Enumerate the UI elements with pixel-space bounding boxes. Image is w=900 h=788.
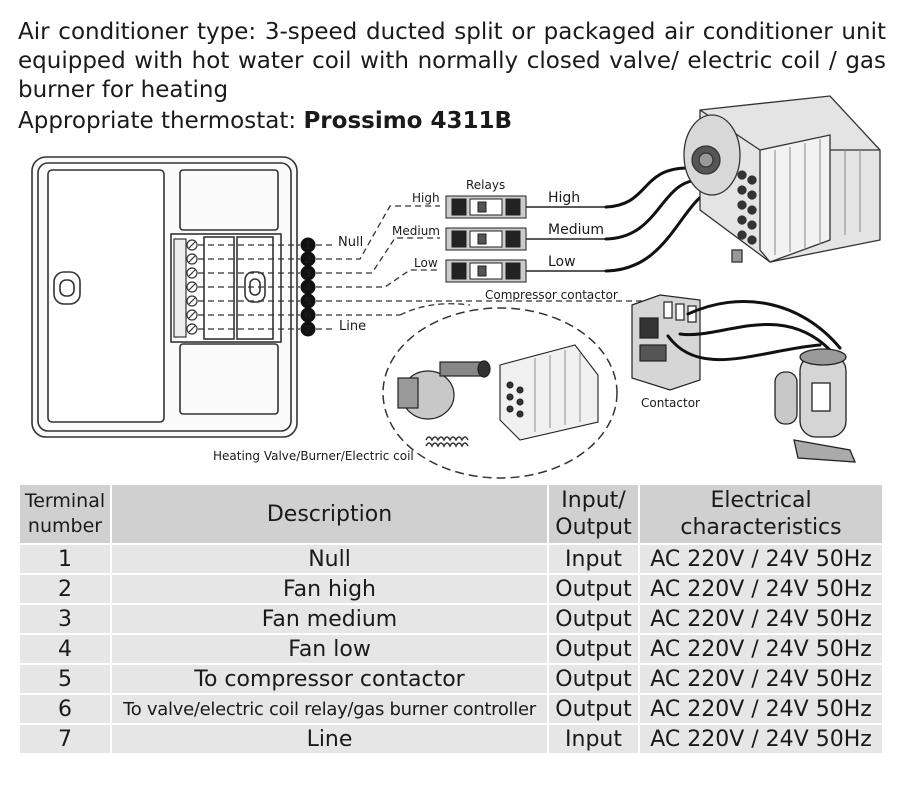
cell-electrical: AC 220V / 24V 50Hz [640, 635, 882, 663]
terminal-marker-3: 3 [304, 267, 312, 280]
cell-electrical: AC 220V / 24V 50Hz [640, 695, 882, 723]
relay-in-low-label: Low [414, 256, 438, 270]
table-row: 6 To valve/electric coil relay/gas burne… [20, 695, 882, 723]
cell-terminal: 2 [20, 575, 110, 603]
table-row: 7 Line Input AC 220V / 24V 50Hz [20, 725, 882, 753]
heating-group-outline [382, 307, 618, 479]
header-io: Input/ Output [549, 485, 638, 543]
heating-label: Heating Valve/Burner/Electric coil [213, 449, 414, 463]
cell-electrical: AC 220V / 24V 50Hz [640, 665, 882, 693]
relay-high [445, 195, 527, 219]
cell-description: Fan medium [112, 605, 547, 633]
cell-io: Output [549, 695, 638, 723]
thermostat-label: Appropriate thermostat: [18, 108, 304, 134]
cell-description: To compressor contactor [112, 665, 547, 693]
cell-io: Input [549, 725, 638, 753]
electric-coil-illustration [425, 436, 469, 448]
relay-low [445, 259, 527, 283]
control-wires [316, 205, 648, 330]
contactor-label: Contactor [641, 396, 700, 410]
terminal-marker-1: 1 [304, 239, 312, 252]
cell-io: Output [549, 605, 638, 633]
intro-text: Air conditioner type: 3-speed ducted spl… [18, 19, 886, 103]
thermostat-model: Prossimo 4311B [303, 108, 513, 134]
table-row: 2 Fan high Output AC 220V / 24V 50Hz [20, 575, 882, 603]
relays-label: Relays [466, 178, 505, 192]
compressor-illustration [774, 348, 857, 463]
air-handler-illustration [683, 95, 881, 263]
compressor-contactor-label: Compressor contactor [485, 288, 618, 302]
table-row: 5 To compressor contactor Output AC 220V… [20, 665, 882, 693]
header-terminal: Terminal number [20, 485, 110, 543]
burner-illustration [397, 360, 491, 420]
table-header-row: Terminal number Description Input/ Outpu… [20, 485, 882, 543]
terminal-table: Terminal number Description Input/ Outpu… [18, 483, 884, 755]
header-electrical: Electrical characteristics [640, 485, 882, 543]
relay-in-medium-label: Medium [392, 224, 440, 238]
header-description: Description [112, 485, 547, 543]
terminal-marker-5: 5 [304, 295, 312, 308]
cell-terminal: 3 [20, 605, 110, 633]
thermostat-line: Appropriate thermostat: Prossimo 4311B [18, 107, 512, 136]
cell-io: Output [549, 665, 638, 693]
cell-description: To valve/electric coil relay/gas burner … [112, 695, 547, 723]
compressor-wires [666, 299, 842, 362]
cell-io: Output [549, 635, 638, 663]
cell-io: Input [549, 545, 638, 573]
table-row: 1 Null Input AC 220V / 24V 50Hz [20, 545, 882, 573]
cell-terminal: 7 [20, 725, 110, 753]
table-row: 3 Fan medium Output AC 220V / 24V 50Hz [20, 605, 882, 633]
cell-electrical: AC 220V / 24V 50Hz [640, 545, 882, 573]
cell-terminal: 6 [20, 695, 110, 723]
cell-electrical: AC 220V / 24V 50Hz [640, 725, 882, 753]
cell-io: Output [549, 575, 638, 603]
wiring-diagram: 1 2 3 4 5 6 7 Null Line Relays High Medi… [31, 95, 881, 479]
terminal-marker-4: 4 [304, 281, 312, 294]
terminal-marker-7: 7 [304, 323, 312, 336]
terminal-wires [198, 244, 300, 330]
cell-electrical: AC 220V / 24V 50Hz [640, 575, 882, 603]
thermostat-illustration [31, 156, 298, 438]
table-row: 4 Fan low Output AC 220V / 24V 50Hz [20, 635, 882, 663]
terminal-marker-2: 2 [304, 253, 312, 266]
relay-out-high-label: High [548, 190, 580, 206]
cell-description: Line [112, 725, 547, 753]
cell-terminal: 5 [20, 665, 110, 693]
cell-electrical: AC 220V / 24V 50Hz [640, 605, 882, 633]
terminal-marker-6: 6 [304, 309, 312, 322]
cell-terminal: 1 [20, 545, 110, 573]
null-label: Null [338, 235, 363, 250]
heating-coil-illustration [499, 344, 599, 441]
cell-description: Fan high [112, 575, 547, 603]
relay-in-high-label: High [412, 191, 440, 205]
cell-terminal: 4 [20, 635, 110, 663]
terminal-markers: 1 2 3 4 5 6 7 [300, 237, 316, 337]
cell-description: Null [112, 545, 547, 573]
contactor-illustration [631, 294, 701, 391]
cell-description: Fan low [112, 635, 547, 663]
relay-medium [445, 227, 527, 251]
terminal-block [173, 238, 198, 338]
relay-out-low-label: Low [548, 254, 576, 270]
relay-out-medium-label: Medium [548, 222, 604, 238]
line-label: Line [339, 319, 366, 334]
